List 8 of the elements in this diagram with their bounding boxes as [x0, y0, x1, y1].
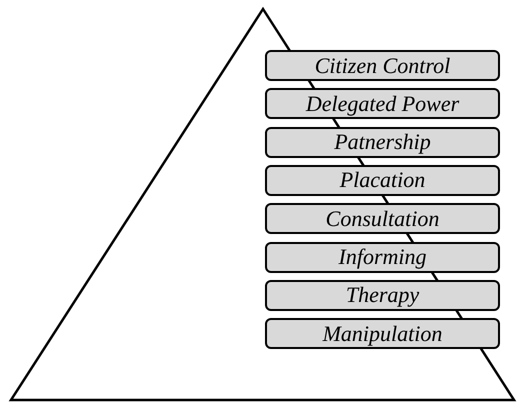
ladder-step: Therapy — [265, 280, 500, 311]
ladder-step: Citizen Control — [265, 50, 500, 81]
ladder-step: Placation — [265, 164, 500, 196]
ladder-step: Delegated Power — [265, 88, 500, 120]
ladder-step: Informing — [265, 242, 500, 272]
ladder-step: Manipulation — [265, 318, 500, 350]
ladder-step: Patnership — [265, 126, 500, 158]
ladder-step: Consultation — [265, 203, 500, 234]
